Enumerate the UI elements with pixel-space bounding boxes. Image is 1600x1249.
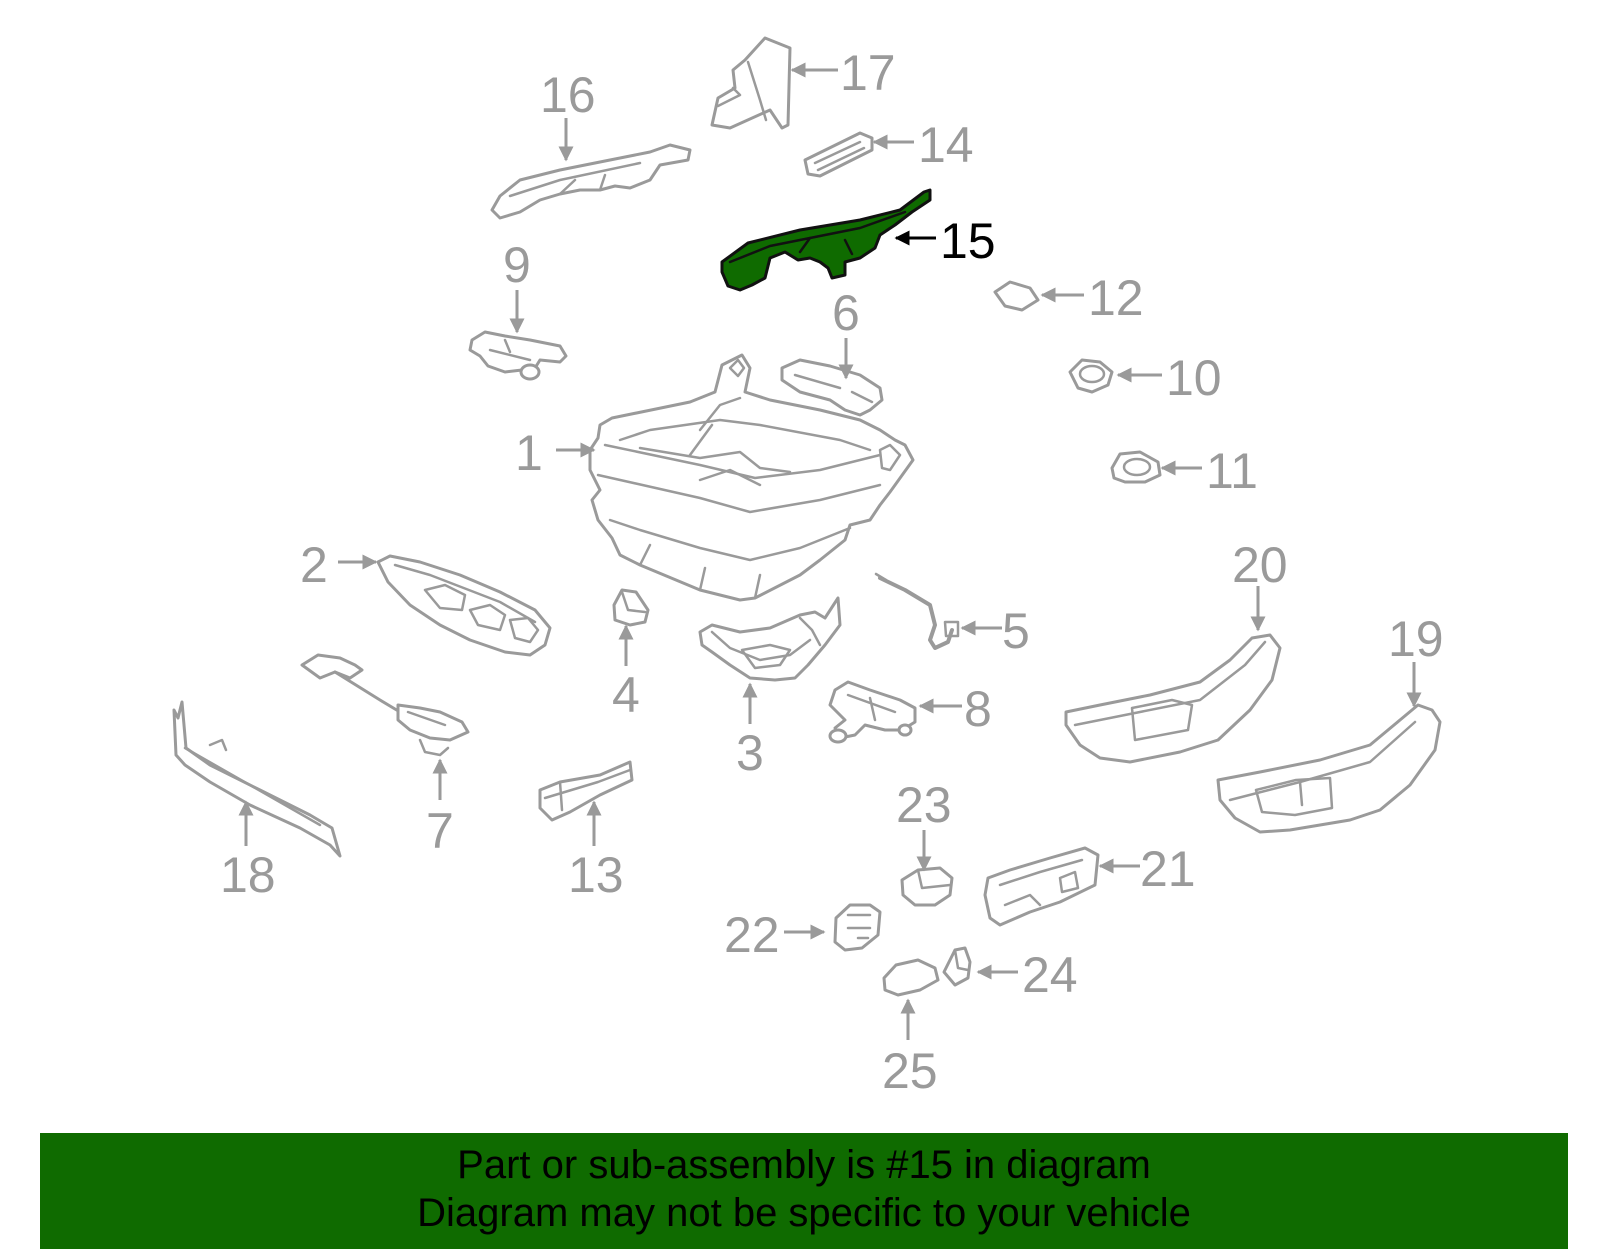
- part-4[interactable]: [612, 588, 650, 627]
- part-6[interactable]: [780, 358, 884, 417]
- label-1: 1: [515, 425, 543, 481]
- part-10[interactable]: [1068, 358, 1114, 394]
- label-8: 8: [964, 681, 992, 737]
- label-13: 13: [568, 847, 624, 903]
- label-17: 17: [840, 45, 896, 101]
- label-4: 4: [612, 667, 640, 723]
- label-11: 11: [1206, 443, 1258, 499]
- label-14: 14: [918, 117, 974, 173]
- part-2[interactable]: [376, 554, 552, 657]
- part-25[interactable]: [882, 958, 940, 997]
- part-15-highlighted[interactable]: [720, 188, 932, 292]
- label-24: 24: [1022, 947, 1078, 1003]
- part-22[interactable]: [833, 903, 882, 952]
- part-3[interactable]: [698, 596, 842, 682]
- banner-line-1: Part or sub-assembly is #15 in diagram: [457, 1143, 1151, 1187]
- label-21: 21: [1140, 841, 1196, 897]
- label-5: 5: [1002, 603, 1030, 659]
- part-7[interactable]: [300, 653, 470, 757]
- part-14[interactable]: [803, 131, 874, 178]
- label-2: 2: [300, 537, 328, 593]
- part-23[interactable]: [900, 866, 954, 907]
- part-18[interactable]: [172, 700, 342, 858]
- label-15: 15: [940, 213, 996, 269]
- info-banner: Part or sub-assembly is #15 in diagram D…: [40, 1133, 1568, 1249]
- label-25: 25: [882, 1043, 938, 1099]
- part-24[interactable]: [942, 946, 972, 987]
- part-19[interactable]: [1216, 703, 1442, 834]
- label-16: 16: [540, 67, 596, 123]
- label-7: 7: [426, 803, 454, 859]
- label-22: 22: [724, 907, 780, 963]
- part-5[interactable]: [874, 572, 960, 650]
- label-6: 6: [832, 285, 860, 341]
- part-9[interactable]: [468, 330, 568, 381]
- part-8[interactable]: [828, 680, 917, 744]
- banner-line-2: Diagram may not be specific to your vehi…: [417, 1191, 1191, 1235]
- label-23: 23: [896, 777, 952, 833]
- part-1[interactable]: [588, 353, 915, 602]
- part-17[interactable]: [710, 36, 792, 130]
- label-19: 19: [1388, 611, 1444, 667]
- part-21[interactable]: [983, 846, 1100, 927]
- label-10: 10: [1166, 350, 1222, 406]
- label-3: 3: [736, 725, 764, 781]
- part-13[interactable]: [538, 760, 634, 822]
- label-9: 9: [503, 237, 531, 293]
- label-20: 20: [1232, 537, 1288, 593]
- part-12[interactable]: [993, 280, 1040, 312]
- part-16[interactable]: [490, 143, 692, 220]
- part-20[interactable]: [1064, 633, 1282, 764]
- part-11[interactable]: [1110, 450, 1162, 484]
- label-18: 18: [220, 847, 276, 903]
- label-12: 12: [1088, 270, 1144, 326]
